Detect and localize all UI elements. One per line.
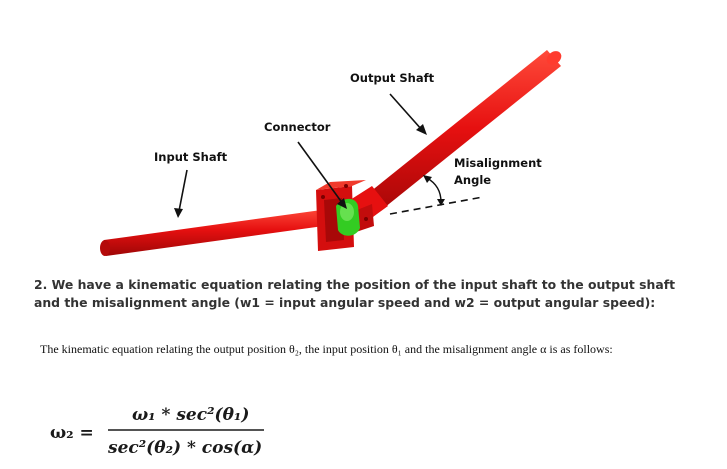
- angle-arrowhead-top: [423, 175, 432, 183]
- connector-label: Connector: [264, 120, 331, 134]
- input-shaft: [100, 208, 338, 256]
- equation-denominator: sec²(θ₂) * cos(α): [107, 438, 262, 458]
- angle-arrowhead-bottom: [437, 199, 445, 206]
- output-shaft-label: Output Shaft: [350, 71, 435, 85]
- connector-cross: [321, 184, 368, 236]
- universal-joint-figure: Output Shaft Connector Input Shaft Misal…: [100, 50, 562, 256]
- connector-pointer: [297, 141, 347, 209]
- intro-text: The kinematic equation relating the outp…: [40, 342, 613, 356]
- input-shaft-label: Input Shaft: [154, 150, 228, 164]
- misalignment-label-line1: Misalignment: [454, 156, 542, 170]
- question-text: 2. We have a kinematic equation relating…: [34, 277, 676, 310]
- kinematic-equation: ω₂ = ω₁ * sec²(θ₁) sec²(θ₂) * cos(α): [50, 405, 264, 458]
- input-shaft-pointer: [174, 169, 188, 218]
- angle-arc: [426, 177, 442, 203]
- misalignment-label-line2: Angle: [454, 173, 491, 187]
- extension-dashed-line: [389, 196, 484, 215]
- output-shaft: [350, 50, 562, 224]
- output-shaft-pointer: [389, 93, 427, 135]
- equation-numerator: ω₁ * sec²(θ₁): [132, 405, 249, 425]
- equation-lhs: ω₂ =: [50, 423, 94, 443]
